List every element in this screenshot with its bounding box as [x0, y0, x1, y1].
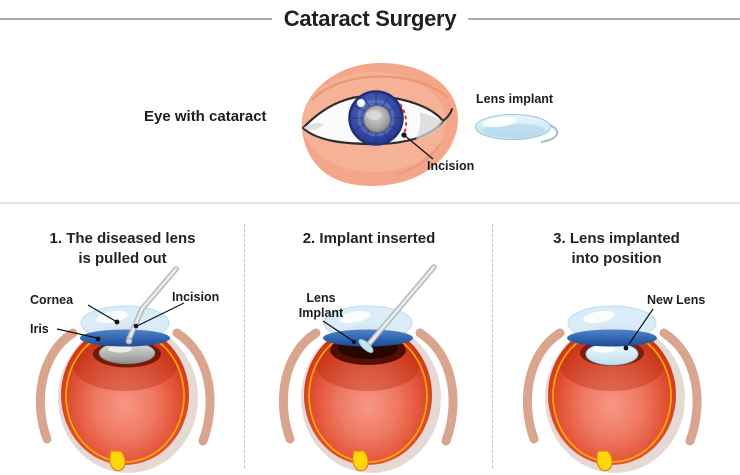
lens-implant-drawing [475, 114, 559, 143]
optic-nerve [109, 450, 126, 472]
eye-with-cataract-illustration [301, 62, 559, 186]
eye-globe [548, 325, 676, 465]
iris-band [567, 329, 657, 347]
optic-nerve [352, 450, 369, 472]
eye-muscles [278, 328, 458, 446]
iris-label: Iris [30, 322, 49, 336]
step-2-title: 2. Implant inserted [302, 230, 436, 247]
column-divider-2 [492, 224, 493, 468]
step-3-eyeball-illustration [522, 305, 702, 473]
title-rule-left [0, 18, 272, 20]
top-section: Eye with cataract Lens implant Incision [0, 40, 740, 200]
eye-globe [304, 325, 432, 465]
tear-duct [303, 123, 324, 131]
cornea-label: Cornea [30, 293, 74, 307]
step-1-panel: 1. The diseased lens is pulled out [0, 205, 245, 475]
horizontal-divider [0, 202, 740, 204]
leader-lines [623, 308, 654, 351]
surgical-tool [125, 266, 179, 345]
step-1-eyeball-illustration [35, 266, 215, 473]
eye-highlight [357, 99, 365, 107]
lens-implant-label: Lens implant [476, 92, 554, 106]
iris-band [323, 329, 413, 347]
step-3-title: 3. Lens implanted into position [553, 230, 680, 267]
title-rule-right [468, 18, 740, 20]
diseased-lens [98, 341, 156, 365]
incision-mark [399, 103, 434, 160]
page-title: Cataract Surgery [283, 6, 457, 31]
column-divider-1 [244, 224, 245, 468]
step-2-panel: 2. Implant inserted [245, 205, 493, 475]
eye-muscles [35, 328, 215, 446]
step-1-title: 1. The diseased lens is pulled out [49, 230, 196, 267]
lens-implant-label-step2: Lens Implant [298, 291, 344, 320]
leader-lines [322, 320, 357, 345]
optic-nerve [596, 450, 613, 472]
incision-label-top: Incision [427, 159, 475, 173]
step-3-panel: 3. Lens implanted into position [493, 205, 740, 475]
folded-lens-implant [358, 339, 374, 353]
step-2-eyeball-illustration [278, 264, 458, 473]
injector-tool [358, 264, 437, 353]
leader-lines [56, 302, 185, 342]
incision-label-step1: Incision [172, 290, 220, 304]
new-lens-label: New Lens [647, 293, 706, 307]
implant-haptic [540, 124, 559, 143]
eye-with-cataract-label: Eye with cataract [144, 108, 267, 125]
title-row: Cataract Surgery [0, 6, 740, 32]
eye-muscles [522, 328, 702, 446]
cataract-pupil [357, 99, 391, 133]
iris-band [80, 329, 170, 347]
